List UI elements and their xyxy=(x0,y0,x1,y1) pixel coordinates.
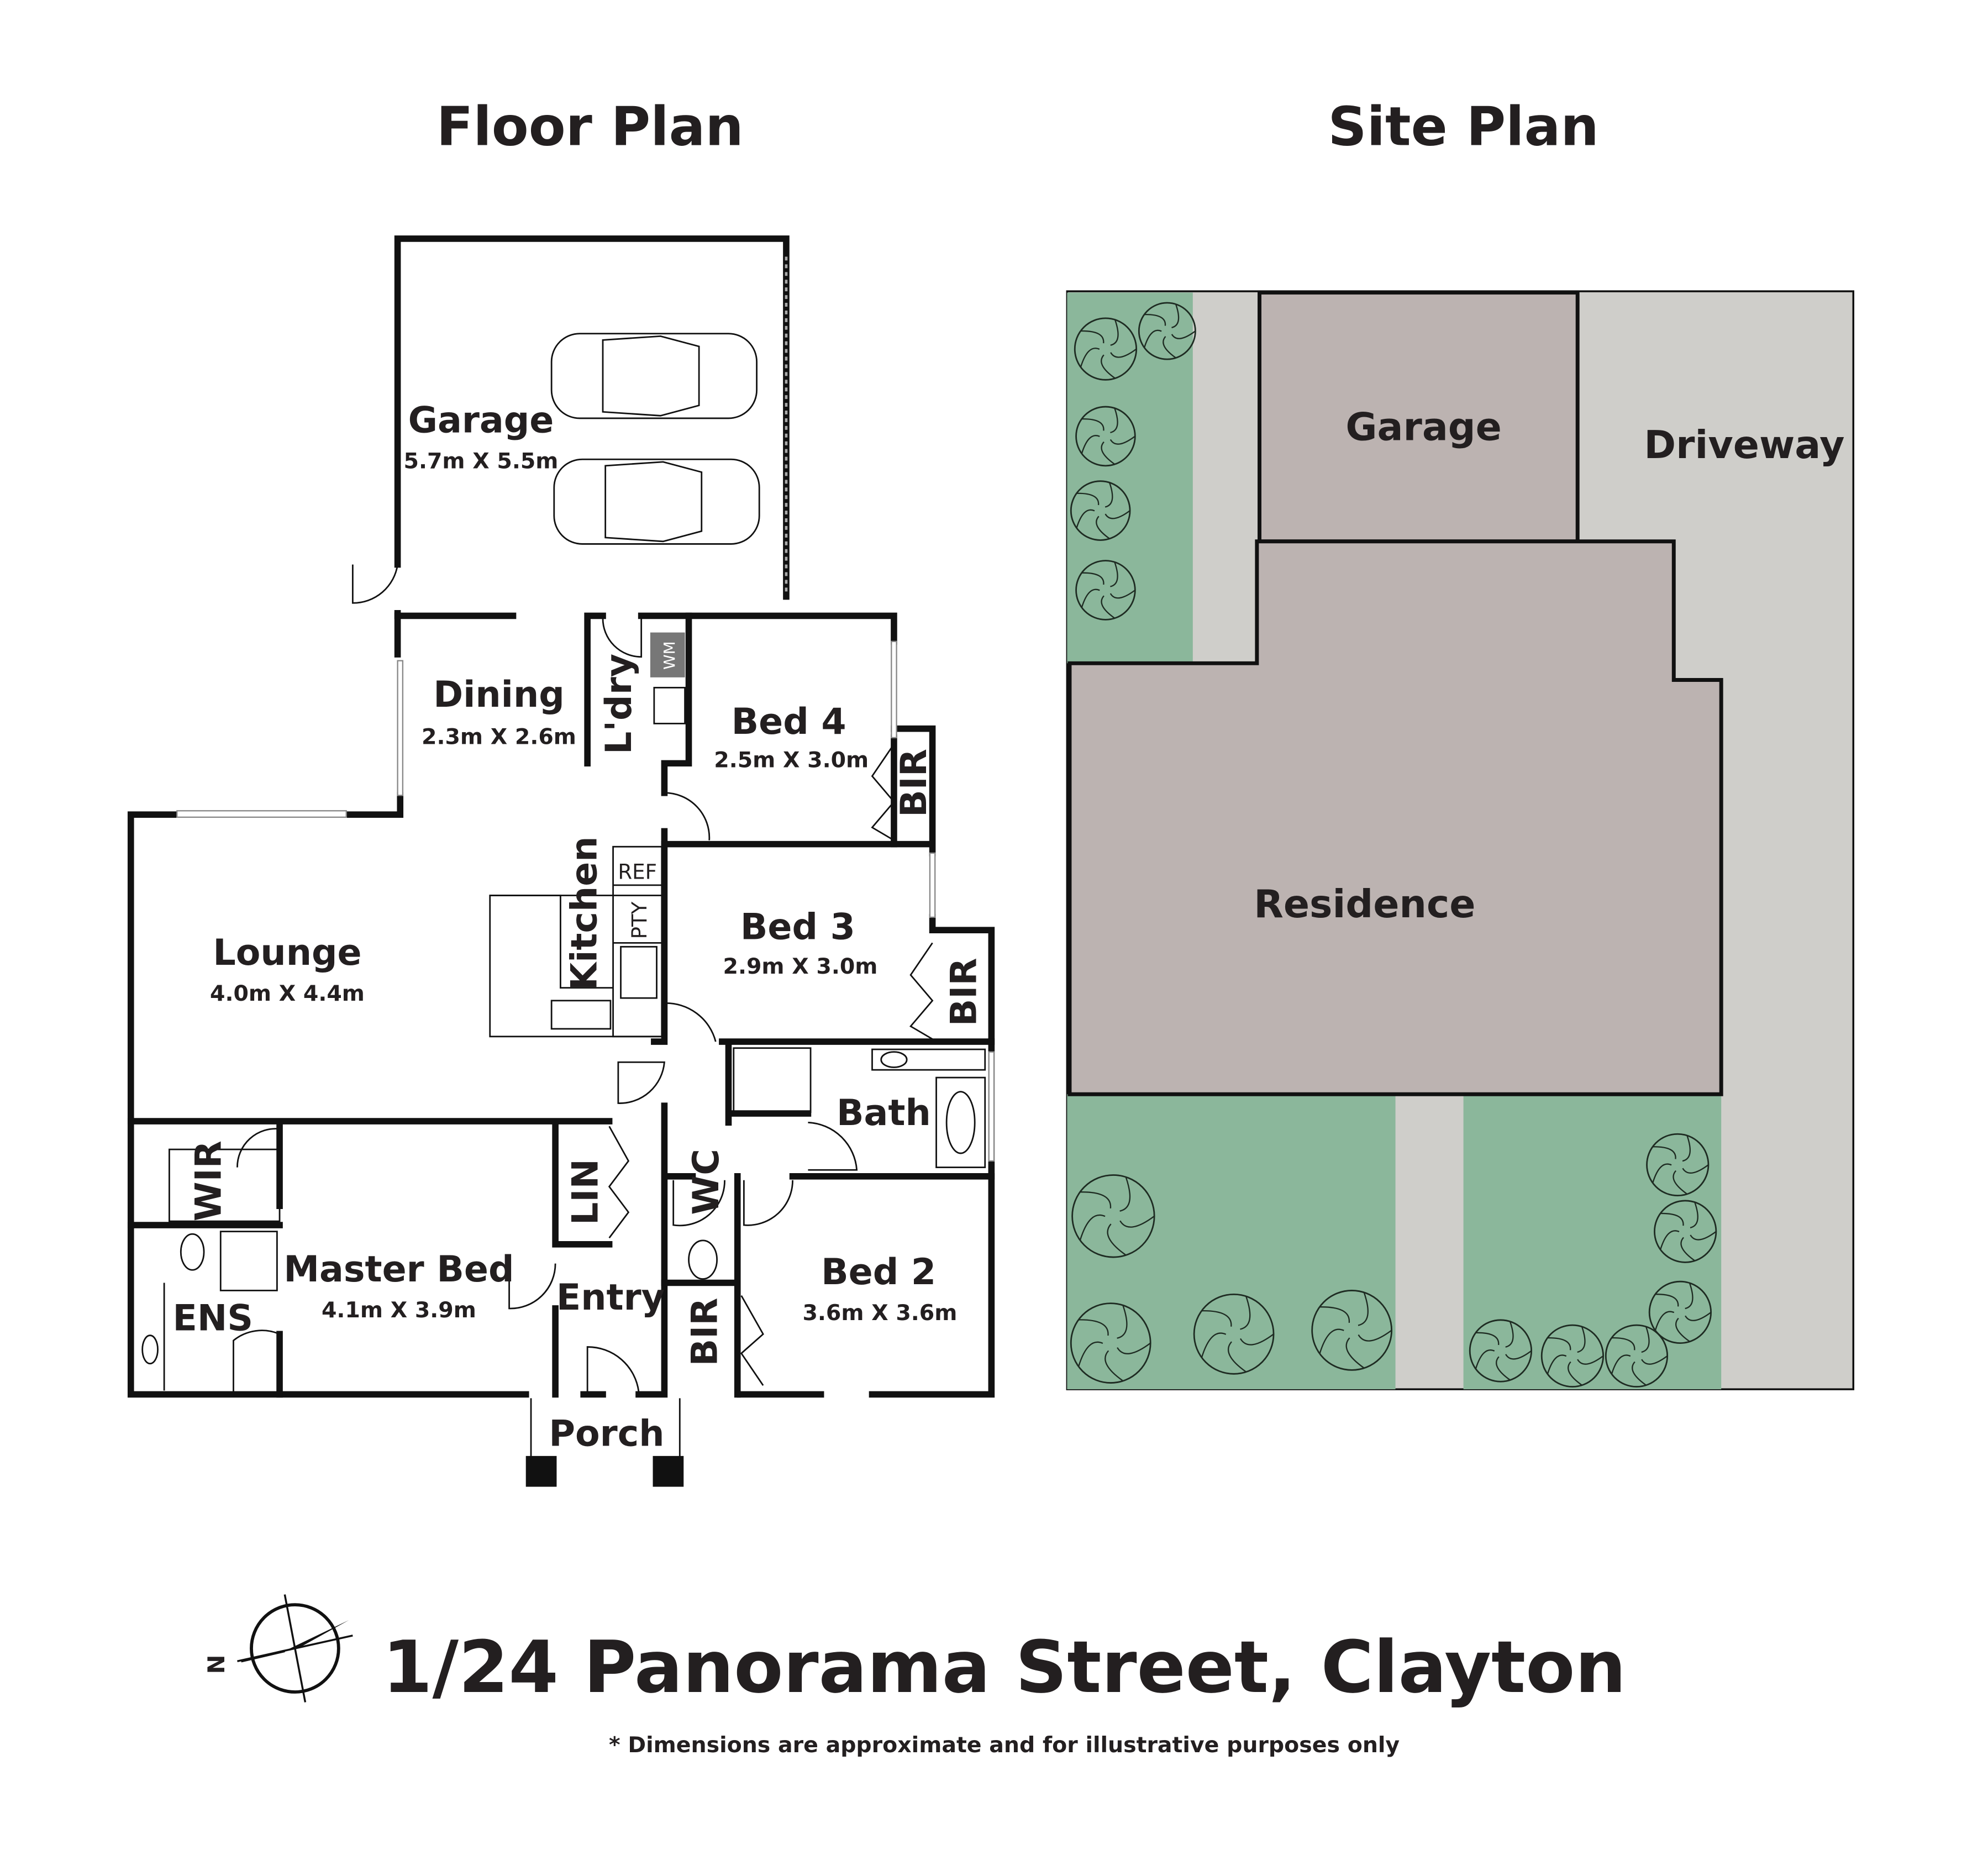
sink-icon xyxy=(550,1000,612,1030)
bathtub-icon xyxy=(935,1076,986,1168)
tree-icon xyxy=(1075,560,1136,621)
tree-icon xyxy=(1605,1324,1669,1388)
site-driveway-label: Driveway xyxy=(1644,423,1844,467)
doors xyxy=(233,564,934,1392)
car-icon xyxy=(553,458,760,545)
bed2-label: Bed 2 xyxy=(821,1252,936,1293)
bed4-label: Bed 4 xyxy=(732,701,846,743)
shower-icon xyxy=(733,1047,812,1113)
laundry-label: L'dry xyxy=(598,654,640,754)
bed2-bir-label: BIR xyxy=(685,1298,726,1367)
washing-machine xyxy=(650,632,685,677)
master-bed-dims: 4.1m X 3.9m xyxy=(322,1297,476,1323)
site-residence xyxy=(1067,539,1723,1096)
garden-front-right xyxy=(1463,1094,1722,1390)
compass-icon: N xyxy=(203,1594,353,1702)
tree-icon xyxy=(1193,1293,1275,1375)
bed4-dims: 2.5m X 3.0m xyxy=(714,747,869,773)
tree-icon xyxy=(1075,406,1136,467)
ref-label: REF xyxy=(618,860,657,884)
dining-dims: 2.3m X 2.6m xyxy=(422,724,576,750)
floor-plan: WM xyxy=(127,235,995,1487)
cooktop-icon xyxy=(620,945,658,999)
vanity-icon xyxy=(871,1048,986,1071)
site-garage xyxy=(1258,290,1580,544)
garage-dims: 5.7m X 5.5m xyxy=(404,448,559,474)
bed4-bir-label: BIR xyxy=(893,749,935,817)
lounge-label: Lounge xyxy=(213,932,361,974)
car-icon xyxy=(550,333,758,419)
lin-label: LIN xyxy=(565,1159,607,1225)
bed3-label: Bed 3 xyxy=(740,906,855,948)
walls xyxy=(127,235,995,1487)
disclaimer: * Dimensions are approximate and for ill… xyxy=(609,1732,1400,1758)
tree-icon xyxy=(1646,1133,1710,1197)
toilet-icon xyxy=(180,1233,205,1271)
ens-label: ENS xyxy=(173,1297,254,1339)
wir-label: WIR xyxy=(188,1141,229,1221)
porch-label: Porch xyxy=(549,1413,664,1454)
dining-label: Dining xyxy=(433,674,565,716)
lounge-dims: 4.0m X 4.4m xyxy=(210,981,365,1006)
site-residence-label: Residence xyxy=(1254,882,1475,927)
floor-plan-title: Floor Plan xyxy=(436,96,744,158)
tree-icon xyxy=(1074,317,1138,381)
wc-label: WC xyxy=(686,1149,727,1215)
tree-icon xyxy=(1311,1290,1392,1371)
bed3-bir-label: BIR xyxy=(944,958,985,1026)
site-plan: Garage Driveway Residence xyxy=(1066,290,1855,1390)
wc-toilet-icon xyxy=(688,1239,718,1280)
tree-icon xyxy=(1648,1280,1712,1344)
garage-label: Garage xyxy=(408,400,554,441)
master-bed-label: Master Bed xyxy=(283,1249,514,1290)
bath-label: Bath xyxy=(837,1092,931,1134)
north-label: N xyxy=(203,1655,230,1674)
wm-label: WM xyxy=(660,641,679,670)
tree-icon xyxy=(1070,480,1131,541)
bed3-dims: 2.9m X 3.0m xyxy=(723,954,878,979)
ensuite-shower-icon xyxy=(219,1231,278,1291)
bed2-dims: 3.6m X 3.6m xyxy=(802,1300,957,1326)
trough-icon xyxy=(653,687,686,724)
garden-front-left xyxy=(1067,1094,1396,1390)
tree-icon xyxy=(1070,1302,1151,1384)
entry-label: Entry xyxy=(556,1277,665,1318)
tree-icon xyxy=(1654,1200,1717,1263)
kitchen-label: Kitchen xyxy=(564,836,605,990)
site-garage-label: Garage xyxy=(1345,404,1502,449)
site-plan-title: Site Plan xyxy=(1328,96,1598,158)
tree-icon xyxy=(1138,302,1196,360)
tree-icon xyxy=(1540,1324,1605,1388)
pty-label: PTY xyxy=(628,901,651,939)
tree-icon xyxy=(1469,1319,1533,1383)
tree-icon xyxy=(1071,1174,1155,1258)
property-address: 1/24 Panorama Street, Clayton xyxy=(382,1625,1626,1709)
